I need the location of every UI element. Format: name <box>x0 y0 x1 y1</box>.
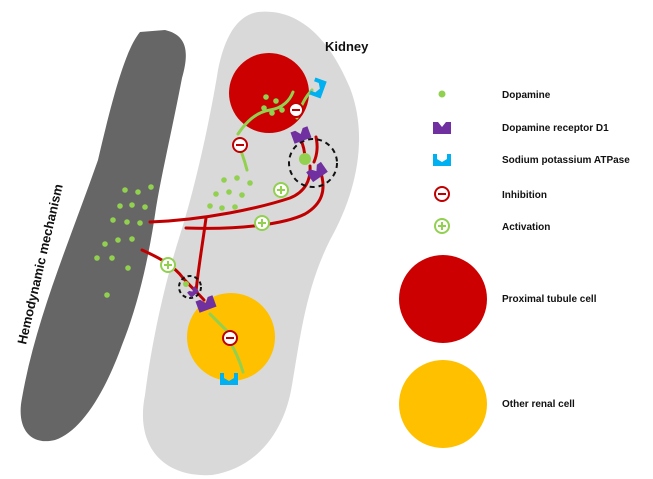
inhibition-icon <box>289 103 303 117</box>
legend-inhibition-label: Inhibition <box>502 190 547 201</box>
inhibition-icon <box>233 138 247 152</box>
legend-other-label: Other renal cell <box>502 399 575 410</box>
legend-receptor-icon <box>433 122 451 134</box>
legend-atpase-icon <box>433 154 451 166</box>
legend-inhibition-icon <box>435 187 449 201</box>
legend: Dopamine Dopamine receptor D1 Sodium pot… <box>399 90 630 448</box>
legend-other-swatch <box>399 360 487 448</box>
legend-proximal-swatch <box>399 255 487 343</box>
kidney-label: Kidney <box>325 39 369 54</box>
activation-icon <box>274 183 288 197</box>
legend-dopamine-label: Dopamine <box>502 90 551 101</box>
legend-proximal-label: Proximal tubule cell <box>502 294 597 305</box>
activation-icon <box>161 258 175 272</box>
legend-activation-label: Activation <box>502 222 550 233</box>
legend-receptor-label: Dopamine receptor D1 <box>502 123 609 134</box>
bound-dopamine-dot <box>299 153 311 165</box>
inhibition-icon <box>223 331 237 345</box>
activation-icon <box>255 216 269 230</box>
legend-dopamine-icon <box>439 91 446 98</box>
legend-activation-icon <box>435 219 449 233</box>
bound-dopamine-dot-small <box>183 281 189 287</box>
proximal-tubule-cell <box>229 53 309 133</box>
legend-atpase-label: Sodium potassium ATPase <box>502 155 630 166</box>
